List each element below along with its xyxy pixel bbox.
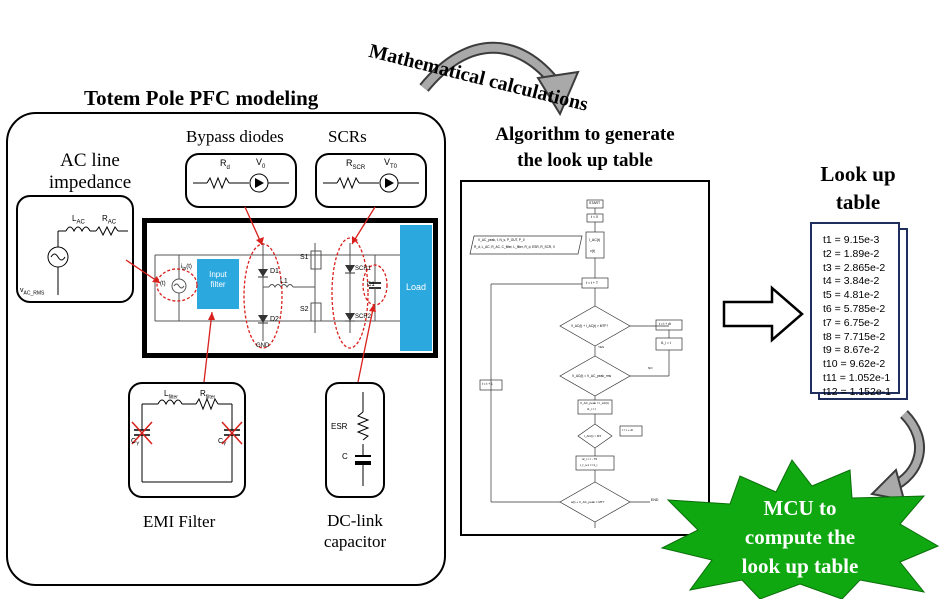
flow-side1: t = t + dt	[659, 322, 671, 326]
flow-end: END	[651, 498, 659, 502]
gnd-label: GND	[256, 343, 270, 349]
lut-row: t6 = 5.785e-2	[823, 302, 886, 315]
ac-line-l-label: LAC	[72, 214, 85, 226]
lut-row: t3 = 2.865e-2	[823, 261, 886, 274]
flow-init: t = 0	[591, 215, 598, 219]
flow-inputs-1: V_AC_peak, f, N_s, P_OUT, P_0	[478, 238, 525, 242]
bypass-box	[185, 153, 297, 208]
main-circuit-schematic	[154, 225, 432, 351]
bypass-schematic	[193, 173, 289, 193]
s1-label: S1	[300, 254, 309, 261]
flow-proc3: I_AC(t) > MT	[584, 434, 602, 438]
emi-cy-left-label: CY	[131, 438, 140, 448]
dclink-schematic	[355, 392, 371, 486]
dclink-c-label: C	[342, 452, 348, 461]
emi-r-label: Rfilter	[200, 389, 216, 401]
bypass-r-label: Rd	[220, 158, 230, 171]
scrs-schematic	[323, 173, 419, 193]
lut-row: t10 = 9.62e-2	[823, 358, 886, 371]
flow-inputs-2: R_d, L_AC, R_AC, C_filter, L_filter, R_d…	[474, 245, 556, 249]
bypass-label: Bypass diodes	[186, 127, 284, 146]
load-block: Load	[405, 282, 427, 292]
lut-front-page	[810, 222, 900, 394]
flow-proc4-1: t2_i = t - T0	[582, 457, 598, 461]
flow-dec1: V_AC(t) + I_AC(t) > MTF?	[571, 324, 609, 328]
flow-start: START	[589, 201, 601, 205]
vin-label: (t)	[160, 281, 166, 287]
flow-no: NO	[648, 366, 653, 370]
lut-row: t1 = 9.15e-3	[823, 234, 880, 246]
ac-line-label: AC line impedance	[48, 150, 132, 193]
main-circuit-frame	[142, 218, 438, 358]
flow-calc1: I_AC(t)	[589, 238, 601, 242]
flow-proc2-1: V_AC_peak = I_AC(t)	[580, 401, 609, 405]
c1-label: C1	[367, 282, 375, 288]
s2-label: S2	[300, 306, 309, 313]
scrs-r-label: RSCR	[346, 158, 366, 171]
lut-row: t2 = 1.89e-2	[823, 247, 880, 260]
iin-label: iin(t)	[181, 264, 192, 273]
algorithm-panel	[460, 180, 710, 536]
model-title: Totem Pole PFC modeling	[80, 86, 323, 111]
flow-side3: t = t + dt	[622, 428, 634, 432]
emi-schematic	[131, 397, 243, 483]
scrs-box	[315, 153, 427, 208]
lut-row: t4 = 3.84e-2	[823, 275, 880, 288]
flow-calc2: v(t)	[590, 249, 596, 253]
lut-row: t7 = 6.75e-2	[823, 316, 880, 329]
flow-dec3: a(t) + V_AC_peak = MT?	[571, 500, 605, 504]
bypass-v-label: V0	[256, 157, 266, 170]
lut-row: t11 = 1.052e-1	[823, 371, 891, 384]
flow-side2: t1_i = t	[661, 341, 671, 345]
lut-row: t8 = 7.715e-2	[823, 330, 886, 343]
scrs-label: SCRs	[328, 127, 367, 146]
flow-step1: t = t + T	[586, 281, 598, 285]
lut-row: t9 = 8.67e-2	[823, 344, 880, 357]
ac-line-r-label: RAC	[102, 214, 117, 226]
dclink-box	[325, 382, 385, 498]
scr1-label: SCR1	[355, 266, 372, 272]
ac-line-box	[16, 195, 134, 303]
emi-label: EMI Filter	[143, 512, 216, 531]
emi-cy-right-label: CY	[218, 438, 227, 448]
flow-yes: YES	[598, 345, 605, 349]
ac-line-v-label: vAC_RMS	[20, 287, 45, 297]
l1-label: L1	[280, 278, 288, 285]
emi-l-label: Lfilter	[164, 389, 178, 401]
scr2-label: SCR2	[355, 314, 372, 320]
lut-row: t5 = 4.81e-2	[823, 289, 880, 302]
ac-line-schematic	[47, 225, 128, 295]
flowchart	[469, 199, 683, 528]
flow-dec2: V_AC(t) = V_AC_peak_rms	[572, 374, 612, 378]
flow-proc2-2: t1_i = t	[587, 407, 597, 411]
dclink-esr-label: ESR	[331, 422, 348, 431]
d1-label: D1	[270, 268, 279, 275]
d2-label: D2	[270, 316, 279, 323]
flow-loop: t = t + 1	[482, 382, 493, 386]
lut-row: t12 = 1.152e-1	[823, 385, 892, 398]
scrs-v-label: VT0	[384, 157, 398, 170]
lut-rows: t1 = 9.15e-3 t2 = 1.89e-2 t3 = 2.865e-2 …	[823, 234, 891, 400]
flow-proc4-2: t_f_i+1 = t1_i	[580, 463, 598, 467]
